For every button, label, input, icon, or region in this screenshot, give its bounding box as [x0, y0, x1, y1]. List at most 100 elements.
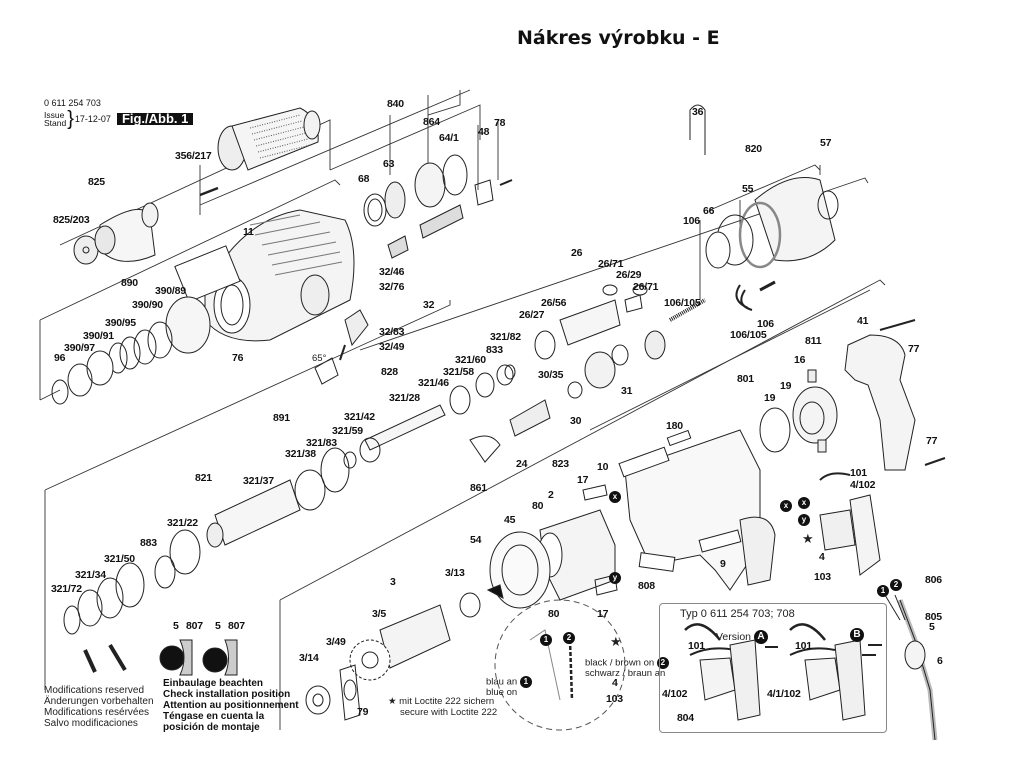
- part-label: 3/13: [445, 567, 465, 579]
- part-label: 883: [140, 537, 157, 549]
- part-label: 24: [516, 458, 528, 470]
- part-label: 390/95: [105, 317, 136, 329]
- installation-line: posición de montaje: [163, 722, 260, 733]
- issue-label-en: Issue: [44, 110, 65, 120]
- part-label: 801: [737, 373, 754, 385]
- connector-y-badge: y: [798, 514, 810, 526]
- part-label: 63: [383, 158, 395, 170]
- part-label: 106: [757, 318, 774, 330]
- part-label: 321/42: [344, 411, 375, 423]
- loctite-star-icon: ★: [610, 634, 622, 649]
- part-label: 390/91: [83, 330, 114, 342]
- handle-41: [844, 319, 946, 471]
- connector-1-badge: 1: [540, 634, 552, 646]
- part-label: 4: [819, 551, 825, 563]
- armature-3: [305, 584, 504, 721]
- brace: }: [67, 108, 74, 130]
- part-label: 103: [606, 693, 623, 705]
- part-label: 5: [929, 621, 935, 633]
- part-label: 26/27: [519, 309, 545, 321]
- part-label: 66: [703, 205, 715, 217]
- part-label: 77: [926, 435, 938, 447]
- part-label: 3: [390, 576, 396, 588]
- selector-32: [314, 309, 369, 385]
- switch-variant-inset: [659, 603, 887, 733]
- part-label: 32/76: [379, 281, 405, 293]
- part-label: 68: [358, 173, 370, 185]
- part-label: 11: [243, 226, 254, 238]
- part-label: 54: [470, 534, 482, 546]
- part-label: 5: [173, 620, 179, 632]
- detail-circle: [494, 599, 626, 731]
- page-title: Nákres výrobku - E: [517, 27, 720, 49]
- stator-2: [489, 484, 618, 609]
- part-label: 106/105: [664, 297, 701, 309]
- part-label: 805: [925, 611, 942, 623]
- drawing-meta: 0 611 254 703 Issue Stand } 17-12-07 Fig…: [44, 98, 194, 130]
- part-label: 19: [780, 380, 792, 392]
- part-label: 79: [357, 706, 369, 718]
- part-label: 32/46: [379, 266, 405, 278]
- part-label: 807: [228, 620, 245, 632]
- part-label: 101: [795, 640, 812, 652]
- part-label: 828: [381, 366, 398, 378]
- blue-on-note: blau an 1 blue on: [486, 676, 532, 699]
- quick-chuck: [199, 107, 321, 197]
- issue-label-de: Stand: [44, 118, 67, 128]
- installation-line: Einbaulage beachten: [163, 678, 264, 689]
- version-a-badge: A: [753, 630, 768, 644]
- part-label: 2: [548, 489, 554, 501]
- part-label: 106: [683, 215, 700, 227]
- part-label: 64/1: [439, 132, 459, 144]
- part-label: 17: [577, 474, 589, 486]
- connector-y-badge: y: [609, 572, 621, 584]
- part-label: 80: [548, 608, 560, 620]
- part-label: 17: [597, 608, 609, 620]
- part-label: 10: [597, 461, 609, 473]
- part-label: 5: [215, 620, 221, 632]
- version-a-label: Version A: [716, 630, 768, 644]
- part-label: 48: [478, 126, 490, 138]
- brush-holder-801: [759, 369, 838, 453]
- modifications-note: Modifications reserved Änderungen vorbeh…: [44, 685, 154, 729]
- black-brown-note: black / brown on 2 schwarz / braun an: [585, 657, 669, 680]
- part-label: 26/29: [616, 269, 642, 281]
- part-label: 96: [54, 352, 66, 364]
- part-label: 32/83: [379, 326, 405, 338]
- part-label: 30/35: [538, 369, 564, 381]
- part-label: 321/50: [104, 553, 135, 565]
- part-label: 321/72: [51, 583, 82, 595]
- part-label: 321/28: [389, 392, 420, 404]
- installation-icons: [159, 639, 238, 676]
- chuck-825: [73, 202, 159, 265]
- part-label: 807: [186, 620, 203, 632]
- part-label: 45: [504, 514, 516, 526]
- loctite-note: ★ mit Loctite 222 sichern secure with Lo…: [388, 696, 497, 718]
- part-label: 26/56: [541, 297, 567, 309]
- part-label: 3/5: [372, 608, 386, 620]
- part-label: 321/82: [490, 331, 521, 343]
- part-label: 4/1/102: [767, 688, 801, 700]
- shaft-828: [343, 364, 516, 469]
- installation-line: Check installation position: [163, 689, 291, 700]
- part-label: 101: [688, 640, 705, 652]
- part-label: 321/59: [332, 425, 363, 437]
- part-label: 356/217: [175, 150, 212, 162]
- piston-24: [469, 399, 551, 463]
- part-label: 840: [387, 98, 404, 110]
- part-label: 321/58: [443, 366, 474, 378]
- gear-housing-820: [689, 104, 839, 311]
- part-label: 861: [470, 482, 487, 494]
- issue-row: Issue Stand } 17-12-07 Fig./Abb. 1: [44, 108, 194, 130]
- inset-drawings: [684, 623, 882, 721]
- part-label: 36: [692, 106, 704, 118]
- part-label: 41: [857, 315, 869, 327]
- part-label: 321/83: [306, 437, 337, 449]
- loctite-star-icon: ★: [388, 696, 397, 707]
- part-label: 890: [121, 277, 138, 289]
- part-label: 30: [570, 415, 582, 427]
- version-label: Version: [716, 630, 752, 643]
- part-label: 321/38: [285, 448, 316, 460]
- angle-label: 65°: [312, 353, 327, 364]
- part-label: 4/102: [662, 688, 688, 700]
